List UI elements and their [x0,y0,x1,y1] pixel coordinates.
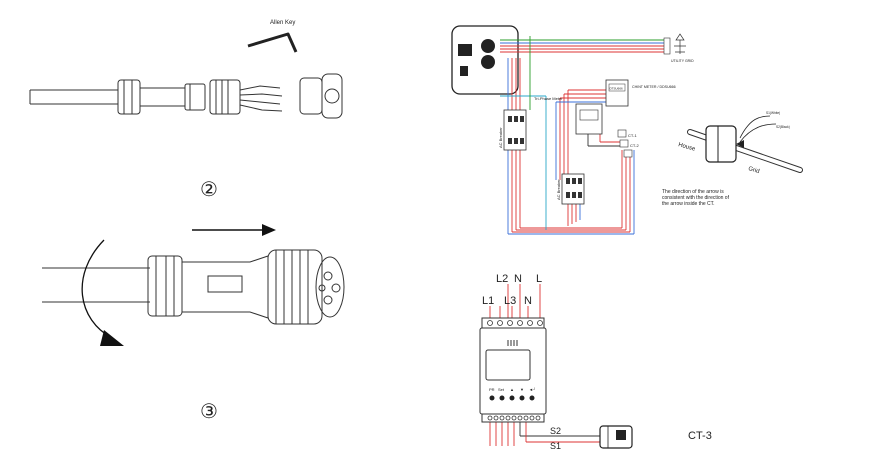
ac-breaker-2-label: AC Breaker [556,179,561,200]
meter-terminal-l3: L3 [504,295,516,307]
utility-grid-label: UTILITY GRID [671,59,694,63]
meter-s1-label: S1 [550,441,561,449]
ct-clamp-illustration [687,115,803,173]
meter-terminal-l: L [536,273,542,285]
connector-assembled-view [42,249,345,325]
ct-clamps-small [617,129,633,158]
meter-button-down: ▼ [520,387,524,392]
meter-s2-label: S2 [550,426,561,436]
meter-button-up: ▲ [510,387,514,392]
meter-button-enter: ◄┘ [529,387,536,392]
house-label: House [677,142,696,153]
ct-direction-note: The direction of the arrow is consistent… [662,189,730,207]
ct-3-clamp [599,425,633,449]
meter-detail-body [479,317,547,423]
allen-key-icon [247,32,298,53]
chint-meter-box [605,79,629,107]
meter-button-set: Set [498,387,505,392]
ct-2-label: CT-2 [630,143,639,148]
s2-black-label: S2(Black) [776,125,790,129]
s1-white-label: S1(White) [766,111,780,115]
step-3-marker: ③ [200,401,218,423]
tri-phase-meter-label: Tri-Phase Meter [534,96,563,101]
ac-breaker-1-label: AC Breaker [498,127,503,148]
meter-terminal-n: N [524,295,532,307]
tri-phase-meter [575,103,603,135]
utility-grid-terminal [663,33,686,55]
meter-terminal-screws-bottom [487,415,541,421]
ct-1-label: CT-1 [628,133,637,138]
meter-terminal-l2: L2 [496,273,508,285]
meter-terminal-l1: L1 [482,295,494,307]
rotate-direction-arrow [81,239,124,346]
step-2-marker: ② [200,179,218,201]
insert-direction-arrow [192,224,276,236]
cable-gland-exploded-view [29,73,343,119]
meter-terminal-screws-top [487,320,543,326]
meter-button-pr: PR [489,387,495,392]
allen-key-label: Allen Key [270,20,295,26]
meter-buttons [489,395,535,401]
chint-meter-box-text: DTSU666 [610,87,624,91]
ac-breaker-1 [503,109,527,151]
grid-side-label: Grid [747,166,760,175]
meter-terminal-n-top: N [514,273,522,285]
ct-3-caption: CT-3 [688,430,712,442]
ac-breaker-2 [561,173,585,205]
chint-meter-label: CHINT METER / DDSU666 [632,85,676,89]
